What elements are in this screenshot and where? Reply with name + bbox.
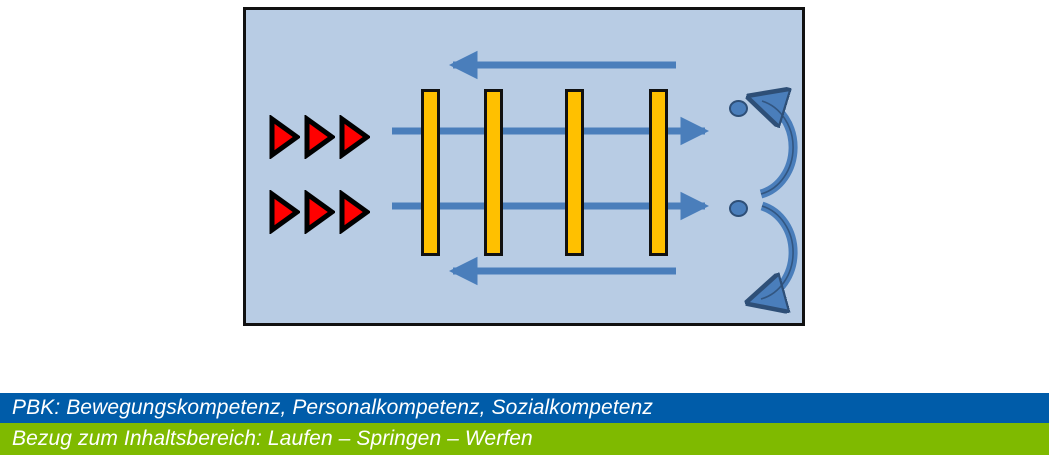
turn-arc-top: [761, 101, 798, 199]
start-triangle-icon: [339, 190, 370, 234]
turn-arcs-layer: [246, 10, 798, 323]
hurdle-3: [565, 89, 584, 256]
start-triangle-icon: [304, 115, 335, 159]
caption-competence-text: PBK: Bewegungskompetenz, Personalkompete…: [12, 396, 653, 419]
caption-content-area-text: Bezug zum Inhaltsbereich: Laufen – Sprin…: [12, 427, 533, 450]
start-triangles-top: [268, 115, 370, 159]
athletics-station-diagram: [243, 7, 805, 326]
hurdle-2: [484, 89, 503, 256]
start-triangles-bottom: [268, 190, 370, 234]
caption-competence-bar: PBK: Bewegungskompetenz, Personalkompete…: [0, 393, 1049, 423]
start-triangle-icon: [339, 115, 370, 159]
start-triangle-icon: [304, 190, 335, 234]
turn-arc-bottom: [761, 201, 798, 299]
caption-block: PBK: Bewegungskompetenz, Personalkompete…: [0, 393, 1049, 455]
caption-content-area-bar: Bezug zum Inhaltsbereich: Laufen – Sprin…: [0, 423, 1049, 455]
start-triangle-icon: [269, 115, 300, 159]
start-triangle-icon: [269, 190, 300, 234]
hurdle-4: [649, 89, 668, 256]
turn-marker-bottom: [729, 200, 748, 217]
hurdle-1: [421, 89, 440, 256]
